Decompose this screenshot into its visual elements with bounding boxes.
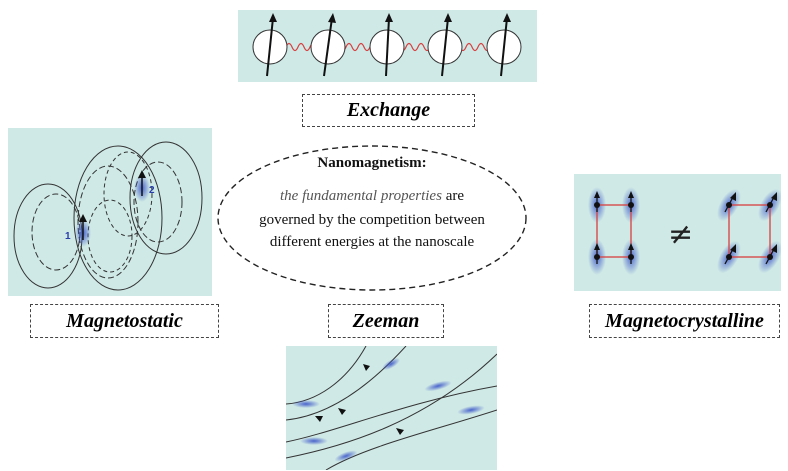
magnetostatic-panel: 1 2: [8, 128, 212, 296]
callout-title: Nanomagnetism:: [317, 155, 427, 171]
nanomagnetism-callout: Nanomagnetism: the fundamental propertie…: [214, 142, 530, 294]
zeeman-panel: [286, 346, 497, 470]
zeeman-spins: [292, 357, 485, 462]
magnetostatic-label: Magnetostatic: [30, 304, 219, 338]
dipole-2-marker: 2: [149, 185, 155, 196]
callout-line-2: governed by the competition between: [259, 212, 485, 228]
field-arrows: [315, 364, 404, 435]
spin-site: [486, 13, 522, 77]
zeeman-label: Zeeman: [328, 304, 444, 338]
lattice-right: [717, 188, 781, 274]
magnetocrystalline-panel: ≠: [574, 174, 781, 291]
magnetocrystalline-label: Magnetocrystalline: [589, 304, 780, 338]
callout-line-1: the fundamental properties are: [214, 188, 530, 205]
callout-line-3: different energies at the nanoscale: [269, 234, 475, 250]
callout-line-1-rest: are: [441, 188, 464, 204]
not-equal-symbol: ≠: [668, 217, 693, 252]
exchange-label: Exchange: [302, 94, 475, 127]
spin-site: [427, 13, 463, 77]
spin-site: [369, 13, 405, 77]
callout-line-1-italic: the fundamental properties: [280, 188, 442, 204]
lattice-left: [588, 187, 640, 275]
zeeman-field-diagram: [286, 346, 497, 470]
spin-site: [252, 13, 288, 77]
exchange-diagram: [252, 13, 522, 77]
spin-site: [310, 13, 346, 77]
dipole-1-marker: 1: [65, 231, 71, 242]
magnetocrystalline-diagram: ≠: [588, 187, 781, 275]
magnetostatic-field-lines: 1 2: [13, 141, 203, 291]
exchange-panel: [238, 10, 537, 82]
